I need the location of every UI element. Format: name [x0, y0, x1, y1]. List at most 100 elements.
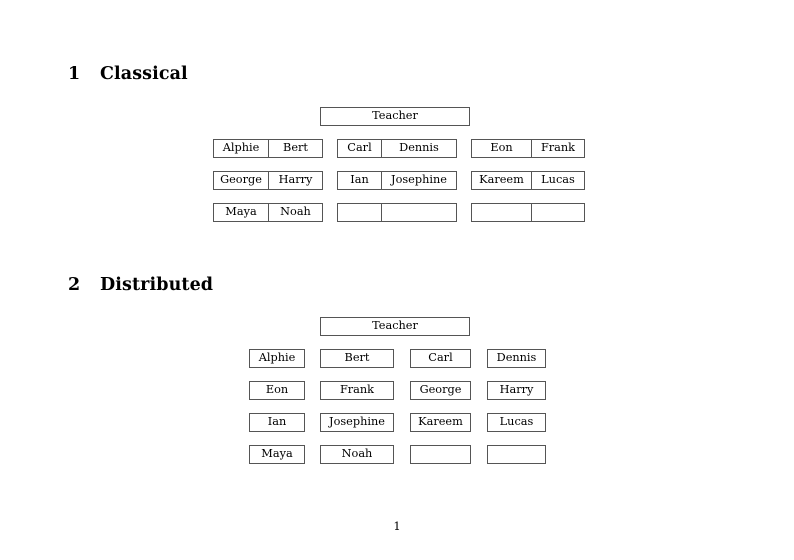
student-cell: George — [213, 171, 269, 190]
student-cell: Frank — [531, 139, 585, 158]
classical-row-2: George Harry Ian Josephine Kareem Lucas — [213, 171, 585, 190]
cell-table: Maya — [249, 445, 305, 464]
distributed-cell: Eon — [249, 381, 305, 400]
table-row: Teacher — [320, 107, 470, 126]
student-cell: Alphie — [213, 139, 269, 158]
table-row: Josephine — [320, 413, 394, 432]
student-cell: Lucas — [531, 171, 585, 190]
classical-group-3 — [471, 203, 585, 222]
cell-table: Alphie — [249, 349, 305, 368]
table-row: Ian Josephine — [337, 171, 457, 190]
classical-row-1: Alphie Bert Carl Dennis Eon Frank — [213, 139, 585, 158]
classical-group-3: Eon Frank — [471, 139, 585, 158]
table-row — [410, 445, 471, 464]
section-title: Distributed — [100, 275, 214, 295]
cell-table: Dennis — [487, 349, 546, 368]
classical-group-3: Kareem Lucas — [471, 171, 585, 190]
table-row: George — [410, 381, 471, 400]
student-cell: Josephine — [381, 171, 457, 190]
student-cell: Noah — [320, 445, 394, 464]
cell-table: Kareem — [410, 413, 471, 432]
cell-table: Eon — [249, 381, 305, 400]
student-cell: Ian — [337, 171, 382, 190]
student-cell-empty — [337, 203, 382, 222]
table-row: George Harry — [213, 171, 323, 190]
table-row: Kareem Lucas — [471, 171, 585, 190]
teacher-cell: Teacher — [320, 107, 470, 126]
classical-group-2: Ian Josephine — [337, 171, 457, 190]
teacher-box-distributed: Teacher — [320, 317, 470, 336]
section-number: 1 — [68, 64, 81, 84]
classical-group-2 — [337, 203, 457, 222]
classical-row-3: Maya Noah — [213, 203, 585, 222]
cell-table: Carl — [410, 349, 471, 368]
student-cell-empty — [381, 203, 457, 222]
distributed-cell: Kareem — [410, 413, 471, 432]
student-cell: Dennis — [381, 139, 457, 158]
cell-table: Harry — [487, 381, 546, 400]
student-cell-empty — [471, 203, 532, 222]
student-cell: Lucas — [487, 413, 546, 432]
table-row: Carl Dennis — [337, 139, 457, 158]
student-cell: Alphie — [249, 349, 305, 368]
cell-table — [487, 445, 546, 464]
student-cell: Eon — [471, 139, 532, 158]
distributed-cell: Carl — [410, 349, 471, 368]
distributed-cell: Alphie — [249, 349, 305, 368]
table-row: Eon Frank — [471, 139, 585, 158]
distributed-cell: Lucas — [487, 413, 546, 432]
distributed-cell: Noah — [320, 445, 394, 464]
distributed-cell: Harry — [487, 381, 546, 400]
student-cell: Josephine — [320, 413, 394, 432]
table-row: Harry — [487, 381, 546, 400]
table-row: Ian — [249, 413, 305, 432]
teacher-box-classical: Teacher — [320, 107, 470, 126]
teacher-cell: Teacher — [320, 317, 470, 336]
classical-group-1: Alphie Bert — [213, 139, 323, 158]
classical-group-1: George Harry — [213, 171, 323, 190]
teacher-table: Teacher — [320, 317, 470, 336]
cell-table: Lucas — [487, 413, 546, 432]
table-row — [337, 203, 457, 222]
student-cell: Maya — [249, 445, 305, 464]
distributed-cell-empty — [487, 445, 546, 464]
student-cell: Carl — [410, 349, 471, 368]
table-row — [487, 445, 546, 464]
student-cell: Carl — [337, 139, 382, 158]
section-title: Classical — [100, 64, 188, 84]
table-row: Alphie — [249, 349, 305, 368]
cell-table — [410, 445, 471, 464]
distributed-cell: Bert — [320, 349, 394, 368]
table-row — [471, 203, 585, 222]
cell-table: Ian — [249, 413, 305, 432]
table-row: Eon — [249, 381, 305, 400]
student-cell-empty — [531, 203, 585, 222]
table-row: Maya Noah — [213, 203, 323, 222]
distributed-cell: George — [410, 381, 471, 400]
student-cell: Frank — [320, 381, 394, 400]
student-cell: Harry — [268, 171, 323, 190]
section-heading-classical: 1 Classical — [68, 64, 188, 84]
distributed-cell: Dennis — [487, 349, 546, 368]
student-cell: Noah — [268, 203, 323, 222]
section-number: 2 — [68, 275, 81, 295]
table-row: Dennis — [487, 349, 546, 368]
table-row: Noah — [320, 445, 394, 464]
cell-table: Frank — [320, 381, 394, 400]
student-cell: Maya — [213, 203, 269, 222]
student-cell: Bert — [268, 139, 323, 158]
distributed-cell: Frank — [320, 381, 394, 400]
cell-table: Noah — [320, 445, 394, 464]
cell-table: Bert — [320, 349, 394, 368]
student-cell: Harry — [487, 381, 546, 400]
table-row: Lucas — [487, 413, 546, 432]
table-row: Bert — [320, 349, 394, 368]
distributed-cell: Josephine — [320, 413, 394, 432]
page-number: 1 — [393, 519, 401, 533]
table-row: Maya — [249, 445, 305, 464]
student-cell-empty — [487, 445, 546, 464]
student-cell: Dennis — [487, 349, 546, 368]
student-cell: Eon — [249, 381, 305, 400]
distributed-cell: Maya — [249, 445, 305, 464]
